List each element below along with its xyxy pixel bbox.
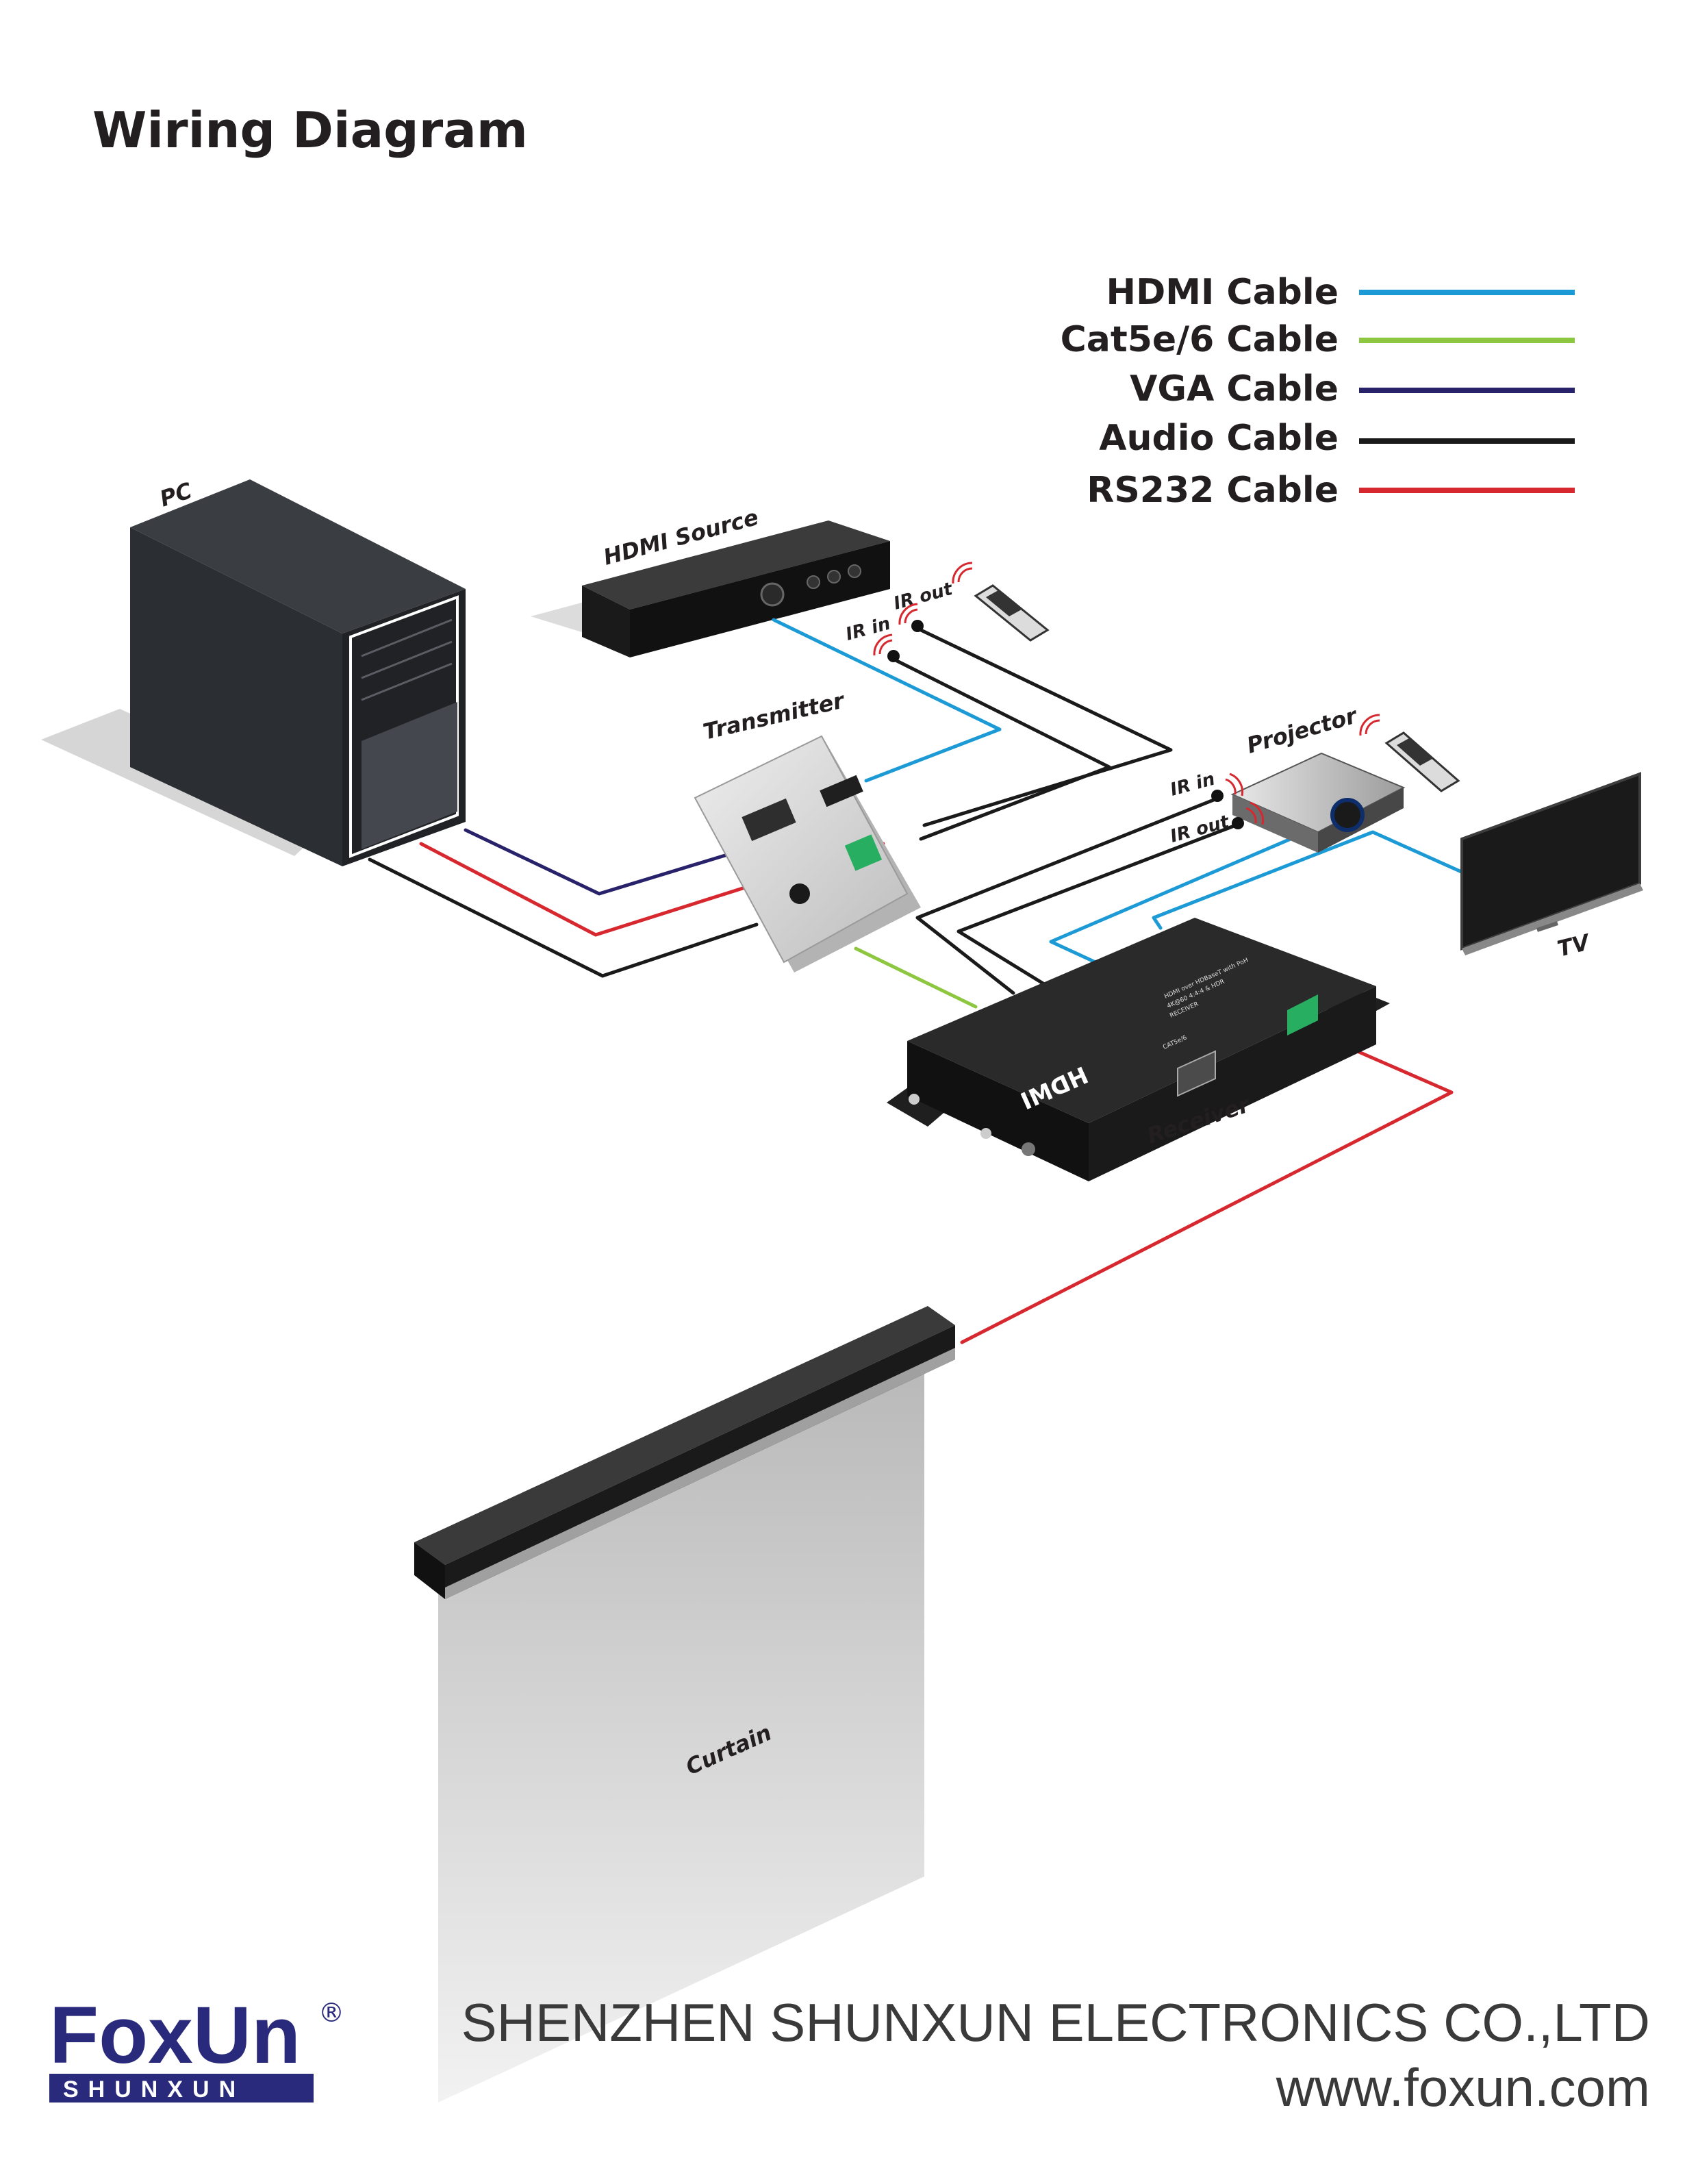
tv-label: TV <box>1555 929 1594 962</box>
rs232-cable-curtain <box>960 1032 1454 1344</box>
transmitter-plate <box>694 735 909 964</box>
curtain-screen <box>438 1366 924 2103</box>
pc-drive-bay <box>361 662 453 701</box>
company-name: SHENZHEN SHUNXUN ELECTRONICS CO.,LTD <box>461 1992 1650 2053</box>
cat-cable <box>854 946 978 1009</box>
hdmi-cable-source <box>772 618 1002 783</box>
legend-item-vga: VGA Cable <box>1130 368 1575 410</box>
ir-signal-icon <box>1225 773 1244 796</box>
ir-out-cable-tx <box>919 628 1173 827</box>
remote-signal-icon <box>1359 714 1380 736</box>
brand-sub-band <box>49 2074 314 2103</box>
curtain: Curtain <box>414 1306 955 2103</box>
receiver-front <box>907 1041 1089 1181</box>
page-title: Wiring Diagram <box>92 101 528 159</box>
projector-lens <box>1330 798 1365 832</box>
ir-out-emitter-icon <box>911 620 924 632</box>
ir-out-cable-rx <box>956 823 1238 988</box>
pc: PC <box>41 477 466 866</box>
projector: Projector <box>1230 702 1460 853</box>
hdmi-source-knob <box>760 582 785 607</box>
tv-bezel <box>1462 883 1643 955</box>
vga-cable <box>464 828 759 896</box>
ir-in-cable-rx <box>915 796 1221 995</box>
company-website[interactable]: www.foxun.com <box>1276 2057 1650 2118</box>
legend-label: Cat5e/6 Cable <box>1061 319 1339 360</box>
legend: HDMI Cable Cat5e/6 Cable VGA Cable Audio… <box>1061 272 1575 511</box>
receiver: HDMI HDMI over HDBaseT with PoH 4K@60 4:… <box>887 918 1390 1181</box>
receiver-top <box>907 918 1376 1123</box>
transmitter-label: Transmitter <box>700 687 848 745</box>
ir-out-label-tx: IR out <box>891 579 956 614</box>
tv: TV <box>1460 772 1643 962</box>
pc-front-panel <box>362 702 457 849</box>
receiver-mount-hole <box>909 1094 920 1105</box>
ir-in-sensor-icon <box>1211 790 1224 802</box>
remote-screen <box>986 590 1022 616</box>
hdmi-cable-tv <box>1152 830 1474 930</box>
transmitter-vga-port <box>742 798 796 842</box>
hdmi-cable-projector <box>1049 827 1317 964</box>
legend-item-cat: Cat5e/6 Cable <box>1061 319 1575 360</box>
pc-top <box>130 479 466 633</box>
hdmi-source: HDMI Source <box>531 504 890 657</box>
transmitter: Transmitter <box>694 687 921 972</box>
brand-logo-text: FoxUn <box>49 1990 301 2081</box>
legend-label: RS232 Cable <box>1087 470 1339 511</box>
audio-cable-pc <box>368 857 759 978</box>
ir-out-label-rx: IR out <box>1168 812 1232 847</box>
ir-signal-icon <box>873 633 893 656</box>
legend-item-hdmi: HDMI Cable <box>1106 272 1575 313</box>
brand-sub-text: SHUNXUN <box>63 2076 245 2103</box>
curtain-rail-top <box>414 1306 955 1565</box>
legend-label: HDMI Cable <box>1106 272 1339 313</box>
hdmi-source-top <box>582 520 890 610</box>
remote-source <box>952 562 1050 642</box>
footer: FoxUn ® SHUNXUN SHENZHEN SHUNXUN ELECTRO… <box>49 1990 1650 2118</box>
registered-mark: ® <box>318 1998 344 2028</box>
receiver-rj45-port <box>1177 1050 1216 1097</box>
ir-in-sensor-icon <box>887 650 900 662</box>
receiver-mount-ear <box>887 1085 952 1127</box>
legend-label: VGA Cable <box>1130 368 1339 410</box>
brand-logo: FoxUn ® SHUNXUN <box>49 1990 344 2103</box>
receiver-rs232-terminal <box>1287 994 1318 1035</box>
pc-side <box>130 527 342 866</box>
ir-in-label-rx: IR in <box>1168 769 1217 801</box>
transmitter-rs232-terminal <box>844 834 883 871</box>
receiver-side <box>1089 986 1376 1181</box>
legend-label: Audio Cable <box>1099 418 1339 459</box>
receiver-mount-hole <box>980 1128 991 1139</box>
hdmi-source-button <box>807 575 820 589</box>
pc-front-frame <box>349 595 459 858</box>
curtain-rail-end <box>414 1542 445 1599</box>
brand-name: FoxUn <box>49 1990 301 2081</box>
projector-label: Projector <box>1244 702 1361 759</box>
transmitter-hdmi-port <box>820 775 863 807</box>
ir-in-cable-tx <box>895 659 1111 841</box>
ir-signal-icon <box>898 603 918 625</box>
remote-screen <box>1397 738 1432 766</box>
remote-signal-icon <box>952 562 973 584</box>
legend-item-audio: Audio Cable <box>1099 418 1575 459</box>
ir-signal-icon <box>1245 801 1265 825</box>
legend-item-rs232: RS232 Cable <box>1087 470 1575 511</box>
curtain-rail-trim <box>445 1348 955 1599</box>
pc-drive-bay <box>361 640 453 679</box>
ir-out-emitter-icon <box>1232 817 1244 829</box>
hdmi-source-front <box>630 541 890 657</box>
hdmi-source-button <box>848 564 861 578</box>
cables <box>368 618 1474 1344</box>
receiver-screw <box>1022 1142 1035 1156</box>
hdmi-source-button <box>827 570 841 583</box>
ir-in-label-tx: IR in <box>844 614 893 645</box>
tv-stand <box>1536 921 1558 932</box>
transmitter-audio-jack <box>789 883 810 904</box>
hdmi-source-side <box>582 586 630 657</box>
projector-side <box>1232 794 1318 853</box>
pc-drive-bay <box>361 618 453 657</box>
